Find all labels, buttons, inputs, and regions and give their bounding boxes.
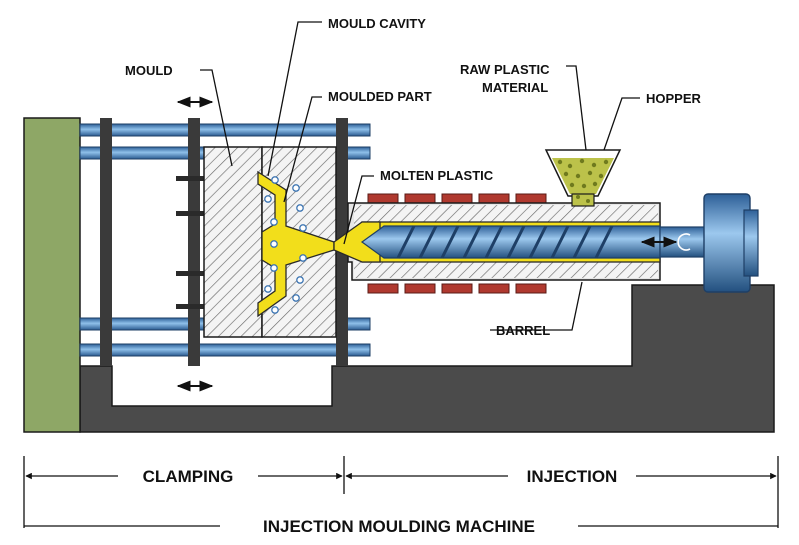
label-clamping: CLAMPING (143, 467, 234, 486)
label-machine: INJECTION MOULDING MACHINE (263, 517, 535, 536)
moulded-part (257, 170, 335, 318)
drive-unit (703, 193, 759, 293)
screw (360, 225, 709, 259)
molten-plastic (333, 221, 381, 263)
cooling-channels (264, 176, 307, 314)
label-mould-cavity: MOULD CAVITY (328, 16, 426, 31)
label-molten-plastic: MOLTEN PLASTIC (380, 168, 494, 183)
label-barrel: BARREL (496, 323, 550, 338)
label-mould: MOULD (125, 63, 173, 78)
label-raw-plastic-line1: RAW PLASTIC (460, 62, 550, 77)
machine-base (79, 284, 775, 433)
label-injection: INJECTION (527, 467, 618, 486)
label-raw-plastic-line2: MATERIAL (482, 80, 548, 95)
label-moulded-part: MOULDED PART (328, 89, 432, 104)
dimension-lines (23, 456, 779, 528)
end-block (23, 117, 81, 433)
label-hopper: HOPPER (646, 91, 702, 106)
leader-lines (200, 21, 640, 331)
heater-bands (367, 193, 547, 294)
hopper (544, 149, 622, 207)
rotation-icon (677, 233, 691, 251)
